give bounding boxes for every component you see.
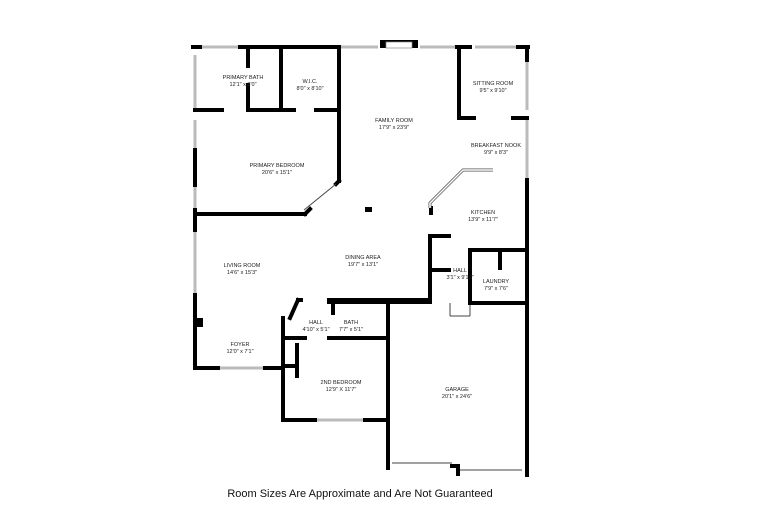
disclaimer: Room Sizes Are Approximate and Are Not G… bbox=[227, 488, 493, 500]
room-name: LIVING ROOM bbox=[223, 263, 261, 269]
room-dims: 3'1" x 9'10" bbox=[446, 275, 474, 281]
room-name: 2ND BEDROOM bbox=[320, 380, 362, 386]
walls bbox=[191, 45, 530, 477]
room-name: DINING AREA bbox=[345, 255, 381, 261]
kitchen-counter bbox=[303, 168, 493, 211]
room-dims: 9'5" x 9'10" bbox=[479, 88, 507, 94]
room-dims: 9'9" x 8'3" bbox=[483, 150, 509, 156]
room-name: BATH bbox=[343, 320, 359, 326]
room-dims: 12'0" x 7'1" bbox=[226, 349, 254, 355]
fireplace-icon bbox=[380, 40, 418, 49]
room-dims: 12'9" X 11'7" bbox=[325, 387, 357, 393]
room-dims: 14'6" x 15'3" bbox=[226, 270, 258, 276]
room-dims: 12'1" x 8'0" bbox=[229, 82, 257, 88]
room-dims: 8'0" x 8'10" bbox=[296, 86, 324, 92]
room-name: W.I.C. bbox=[302, 79, 318, 85]
room-dims: 17'9" x 23'9" bbox=[378, 125, 410, 131]
windows bbox=[193, 45, 529, 471]
room-dims: 7'7" x 5'1" bbox=[338, 327, 364, 333]
room-name: FAMILY ROOM bbox=[375, 118, 413, 124]
room-dims: 13'9" x 11'7" bbox=[468, 217, 498, 223]
room-dims: 19'7" x 13'1" bbox=[347, 262, 379, 268]
room-name: SITTING ROOM bbox=[472, 81, 514, 87]
room-name: KITCHEN bbox=[470, 210, 496, 216]
room-wic: W.I.C.8'0" x 8'10" bbox=[296, 79, 323, 93]
room-dims: 7'9" x 7'6" bbox=[483, 286, 509, 292]
room-name: LAUNDRY bbox=[482, 279, 510, 285]
room-name: FOYER bbox=[230, 342, 250, 348]
room-dims: 20'1" x 24'6" bbox=[441, 394, 473, 400]
room-name: PRIMARY BATH bbox=[222, 75, 264, 81]
room-name: BREAKFAST NOOK bbox=[470, 143, 522, 149]
room-dims: 20'6" x 15'1" bbox=[261, 170, 293, 176]
room-name: HALL bbox=[309, 320, 323, 326]
room-name: GARAGE bbox=[445, 387, 469, 393]
room-dims: 4'10" x 5'1" bbox=[302, 327, 330, 333]
room-name: HALL bbox=[453, 268, 467, 274]
room-name: PRIMARY BEDROOM bbox=[249, 163, 305, 169]
